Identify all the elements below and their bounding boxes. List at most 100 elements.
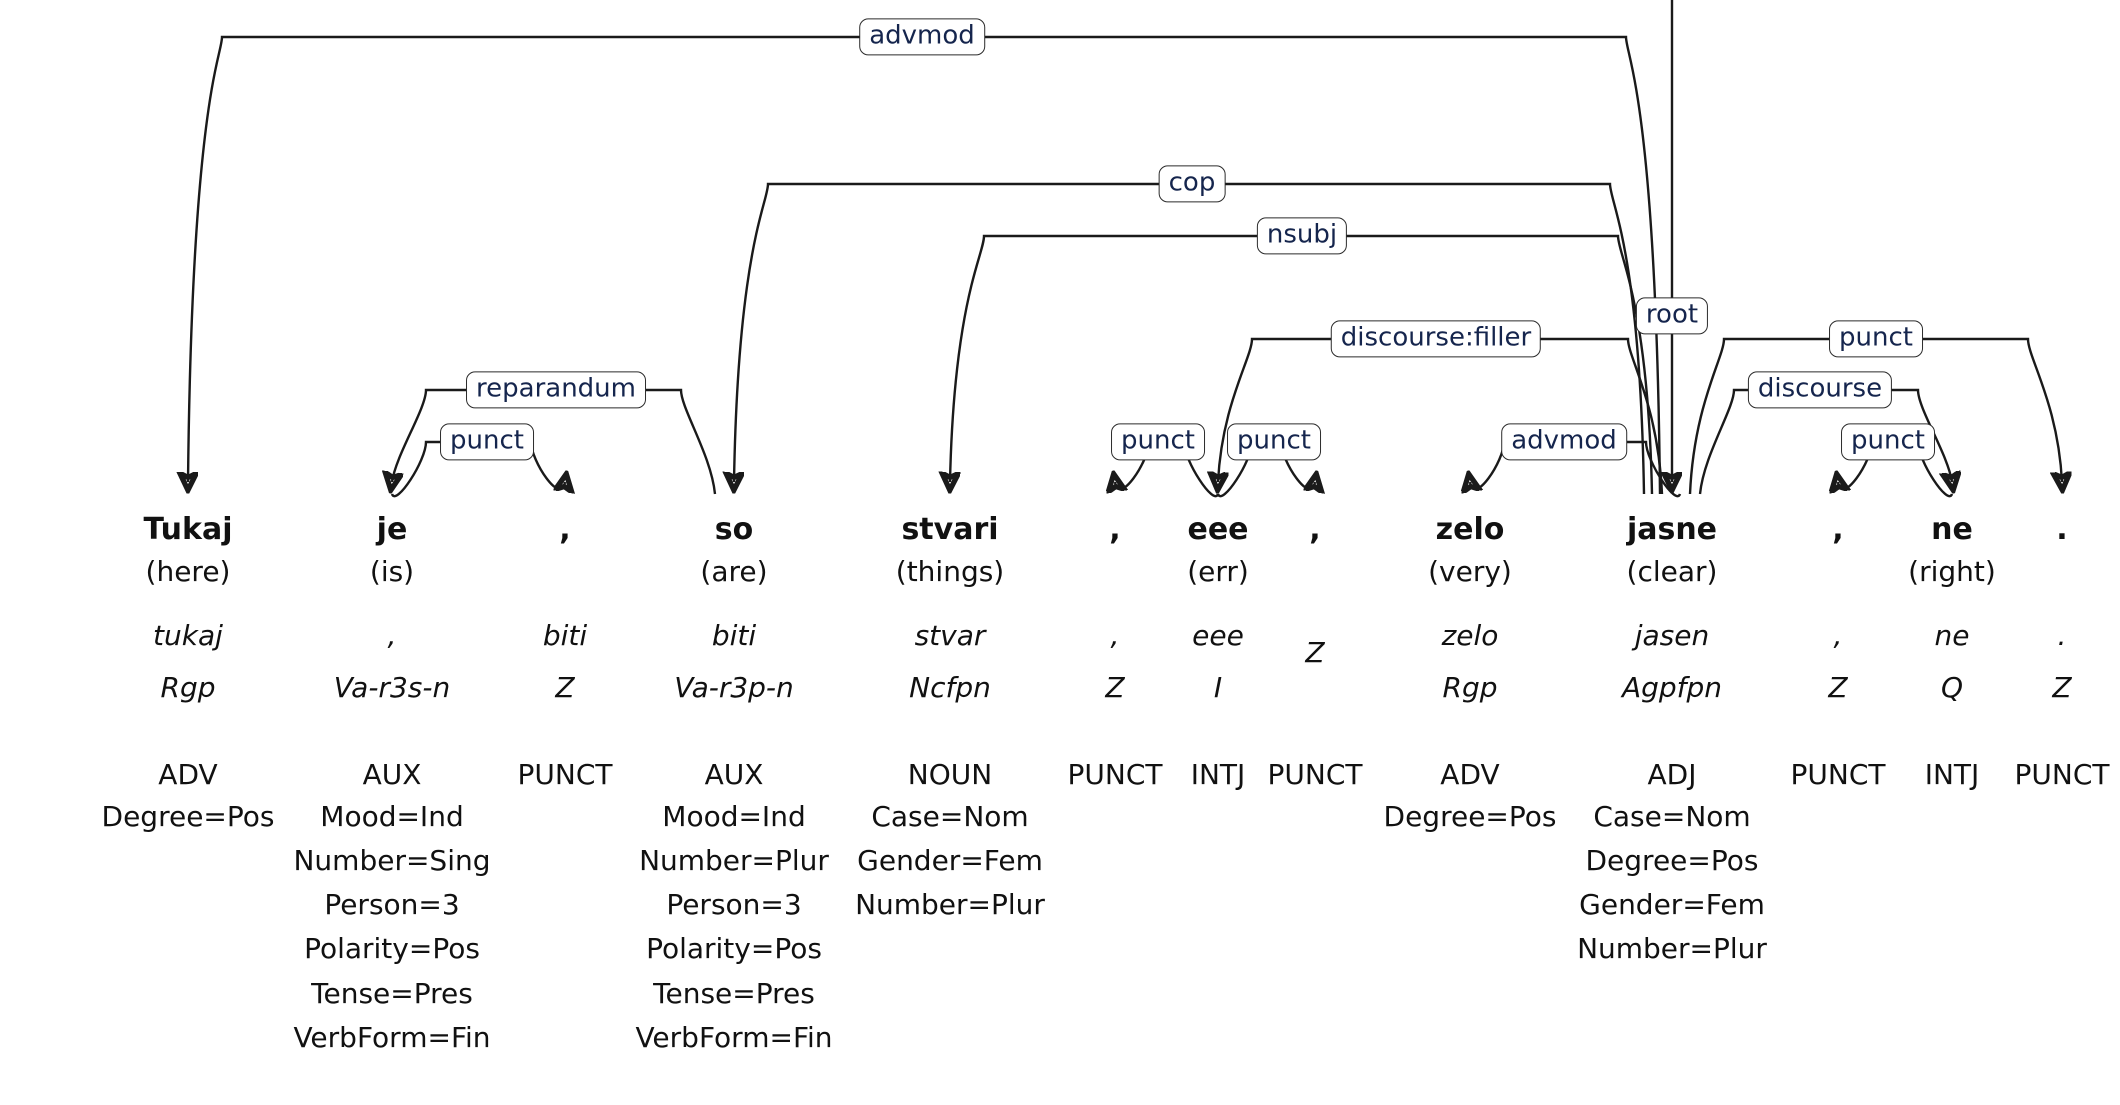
token-feature: VerbForm=Fin — [293, 1020, 491, 1054]
arc-label-advmod[interactable]: advmod — [859, 18, 985, 56]
token-lemma: ,Z — [1828, 618, 1847, 705]
token-feature: Polarity=Pos — [304, 932, 480, 966]
token-xpos-text: Z — [1305, 636, 1325, 669]
arc-label-root[interactable]: root — [1635, 297, 1709, 335]
token-feature: Gender=Fem — [1579, 888, 1765, 922]
token-lemma-text: , — [1110, 619, 1120, 652]
token-feature: Mood=Ind — [662, 800, 806, 833]
token-form: Tukaj — [143, 512, 233, 547]
token-upos: PUNCT — [517, 758, 613, 791]
token-xpos-text: I — [1213, 671, 1223, 704]
token-lemma: ,Va-r3s-n — [334, 618, 450, 705]
token-xpos-text: Z — [1105, 671, 1125, 704]
token-feature: VerbForm=Fin — [635, 1020, 833, 1054]
token-feature: Gender=Fem — [857, 844, 1043, 878]
token-3[interactable]: , — [559, 512, 570, 555]
token-2[interactable]: je(is) — [370, 512, 414, 589]
token-lemma: ,Z — [1105, 618, 1124, 705]
token-6[interactable]: , — [1109, 512, 1120, 555]
token-xpos-text: Q — [1940, 671, 1964, 704]
arc-label-nsubj[interactable]: nsubj — [1256, 217, 1348, 255]
token-upos: PUNCT — [1267, 758, 1363, 791]
token-upos: ADJ — [1647, 758, 1697, 791]
token-lemma-text: ne — [1934, 619, 1970, 652]
token-feature: Degree=Pos — [1383, 800, 1557, 833]
token-lemma-text: , — [387, 619, 397, 652]
token-gloss: (here) — [145, 555, 231, 589]
arc-label-punct[interactable]: punct — [1111, 423, 1205, 461]
arc-label-discourse-filler[interactable]: discourse:filler — [1330, 320, 1542, 358]
token-form: zelo — [1435, 512, 1505, 547]
token-9[interactable]: zelo (very) — [1428, 512, 1512, 589]
token-form: , — [1309, 512, 1321, 547]
arc-label-punct[interactable]: punct — [1829, 320, 1923, 358]
token-form: . — [2056, 512, 2068, 547]
token-lemma: Z — [1305, 618, 1324, 670]
token-gloss: (things) — [895, 555, 1005, 589]
token-feature: Person=3 — [324, 888, 460, 922]
token-form: jasne — [1626, 512, 1718, 547]
token-feature: Tense=Pres — [311, 976, 473, 1010]
arc-label-discourse[interactable]: discourse — [1747, 371, 1893, 409]
token-xpos-text: Rgp — [1442, 671, 1498, 704]
token-8[interactable]: , — [1309, 512, 1320, 555]
token-gloss: (right) — [1908, 555, 1996, 589]
arc-label-cop[interactable]: cop — [1158, 165, 1226, 203]
arc-label-punct[interactable]: punct — [1227, 423, 1321, 461]
token-lemma-text: tukaj — [153, 619, 223, 652]
token-form: , — [559, 512, 571, 547]
token-form: , — [1109, 512, 1121, 547]
token-upos: ADV — [1440, 758, 1500, 791]
token-gloss: (very) — [1428, 555, 1512, 589]
token-lemma: .Z — [2052, 618, 2071, 705]
token-lemma-text: eee — [1192, 619, 1244, 652]
token-feature: Degree=Pos — [1585, 844, 1759, 878]
token-xpos-text: Rgp — [160, 671, 216, 704]
token-upos: NOUN — [907, 758, 993, 791]
token-lemma-text: biti — [542, 619, 588, 652]
token-1[interactable]: Tukaj (here) — [143, 512, 232, 589]
token-7[interactable]: eee(err) — [1187, 512, 1249, 589]
token-upos: PUNCT — [1067, 758, 1163, 791]
token-xpos-text: Agpfpn — [1621, 671, 1723, 704]
token-upos: PUNCT — [1790, 758, 1886, 791]
token-upos: INTJ — [1190, 758, 1246, 791]
token-form: so — [714, 512, 754, 547]
token-xpos-text: Z — [555, 671, 575, 704]
token-lemma-text: jasen — [1634, 619, 1710, 652]
token-feature: Number=Plur — [639, 844, 829, 878]
arc-label-reparandum[interactable]: reparandum — [466, 371, 646, 409]
token-4[interactable]: so(are) — [700, 512, 767, 589]
token-feature: Mood=Ind — [320, 800, 464, 833]
token-feature: Number=Sing — [293, 844, 491, 878]
token-upos: INTJ — [1924, 758, 1980, 791]
token-13[interactable]: . — [2056, 512, 2067, 555]
arc-label-punct[interactable]: punct — [1841, 423, 1935, 461]
token-5[interactable]: stvari(things) — [896, 512, 1004, 589]
token-features: Degree=Pos — [102, 800, 275, 834]
arc-label-punct[interactable]: punct — [440, 423, 534, 461]
token-gloss: (is) — [369, 555, 415, 589]
token-upos: AUX — [704, 758, 764, 791]
token-10[interactable]: jasne (clear) — [1627, 512, 1718, 589]
token-feature: Degree=Pos — [101, 800, 275, 833]
token-upos: PUNCT — [2014, 758, 2110, 791]
token-12[interactable]: ne(right) — [1908, 512, 1996, 589]
token-features: Degree=Pos — [1384, 800, 1557, 834]
arc-label-advmod[interactable]: advmod — [1501, 423, 1627, 461]
token-11[interactable]: , — [1832, 512, 1843, 555]
token-form: eee — [1187, 512, 1249, 547]
token-xpos-text: Va-r3p-n — [674, 671, 794, 704]
token-feature: Person=3 — [666, 888, 802, 922]
token-gloss: (clear) — [1626, 555, 1718, 589]
token-lemma-text: biti — [711, 619, 757, 652]
